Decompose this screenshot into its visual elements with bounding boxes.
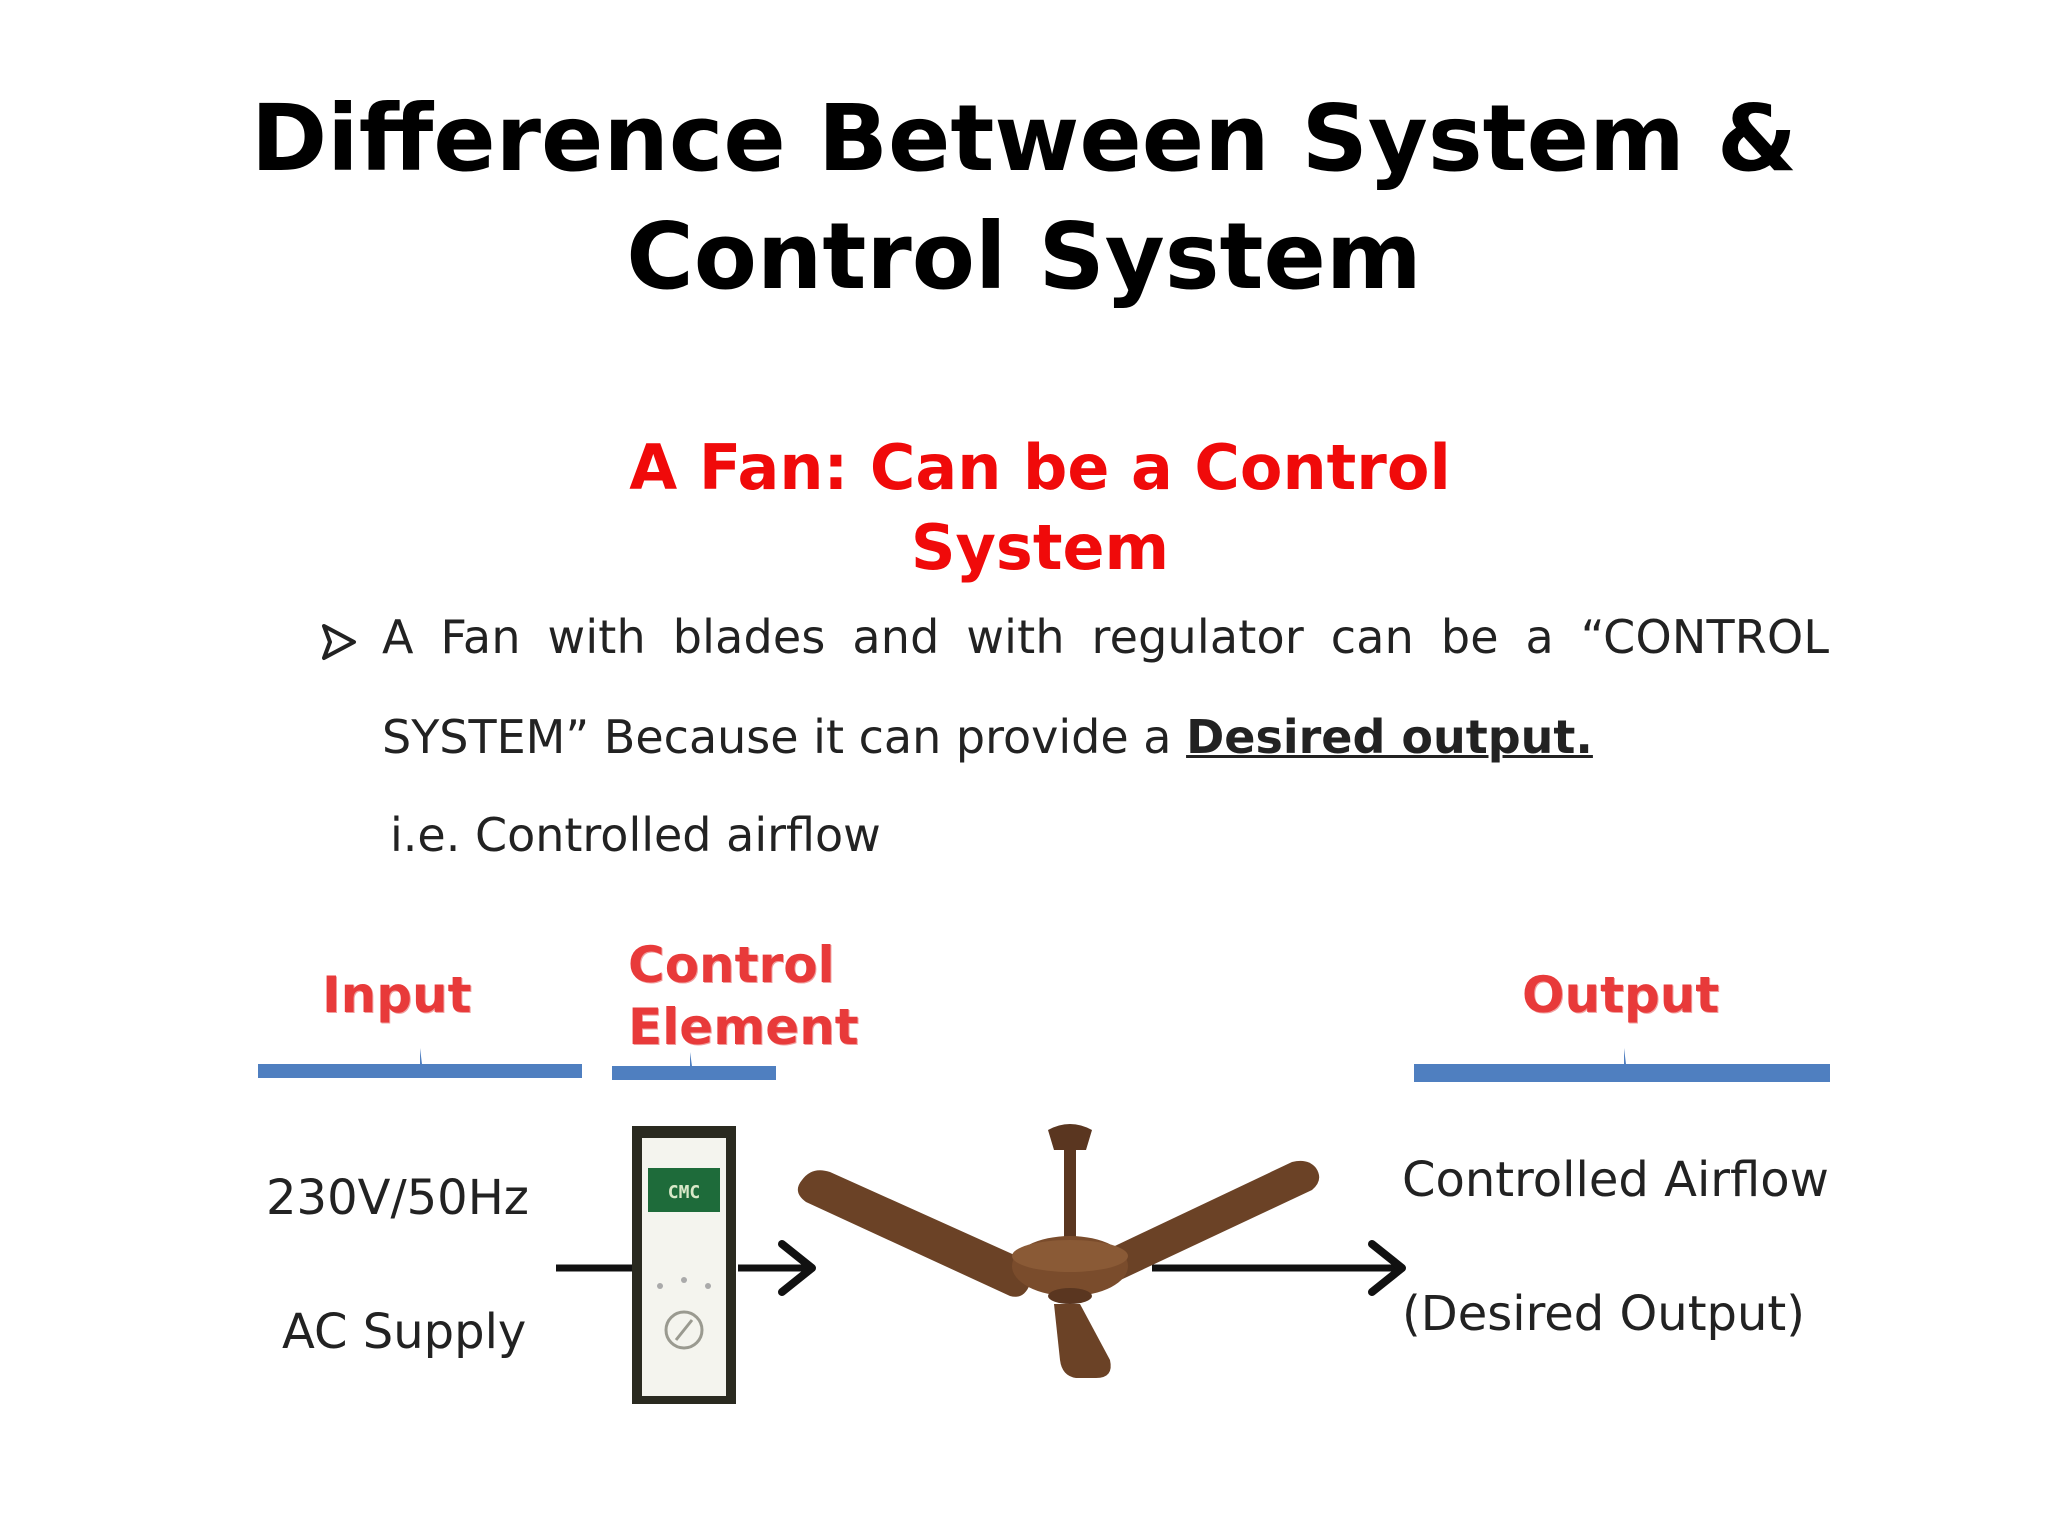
regulator-image: CMC	[632, 1126, 736, 1404]
control-element-label: Control Element	[628, 934, 859, 1058]
bullet-line-2: SYSTEM” Because it can provide a Desired…	[382, 710, 1593, 764]
desired-output-emphasis: Desired output.	[1186, 710, 1593, 764]
page-title: Difference Between System & Control Syst…	[0, 80, 2048, 316]
input-voltage-text: 230V/50Hz	[266, 1170, 529, 1226]
arrow-regulator-to-fan-icon	[738, 1240, 816, 1296]
regulator-badge-text: CMC	[668, 1182, 701, 1203]
input-label: Input	[322, 966, 472, 1024]
output-airflow-text: Controlled Airflow	[1402, 1152, 1829, 1208]
arrow-bullet-icon	[322, 624, 356, 660]
title-line-2: Control System	[626, 203, 1422, 310]
output-label: Output	[1522, 966, 1720, 1024]
section-subtitle: A Fan: Can be a Control System	[560, 428, 1520, 588]
subtitle-line-1: A Fan: Can be a Control	[629, 431, 1451, 504]
input-supply-text: AC Supply	[282, 1304, 527, 1360]
bullet-line-3: i.e. Controlled airflow	[390, 808, 881, 862]
subtitle-line-2: System	[910, 511, 1170, 584]
bullet-line-1: A Fan with blades and with regulator can…	[382, 610, 1830, 664]
output-desired-text: (Desired Output)	[1402, 1286, 1805, 1342]
title-line-1: Difference Between System &	[250, 85, 1798, 192]
input-brace	[258, 1048, 582, 1078]
output-brace	[1414, 1048, 1830, 1082]
arrow-fan-to-output-icon	[1152, 1240, 1406, 1296]
control-label-line-1: Control	[628, 936, 835, 994]
control-brace	[612, 1052, 776, 1080]
ceiling-fan-image	[797, 1124, 1320, 1378]
control-label-line-2: Element	[628, 998, 859, 1056]
bullet-line-2-text: SYSTEM” Because it can provide a	[382, 710, 1187, 764]
